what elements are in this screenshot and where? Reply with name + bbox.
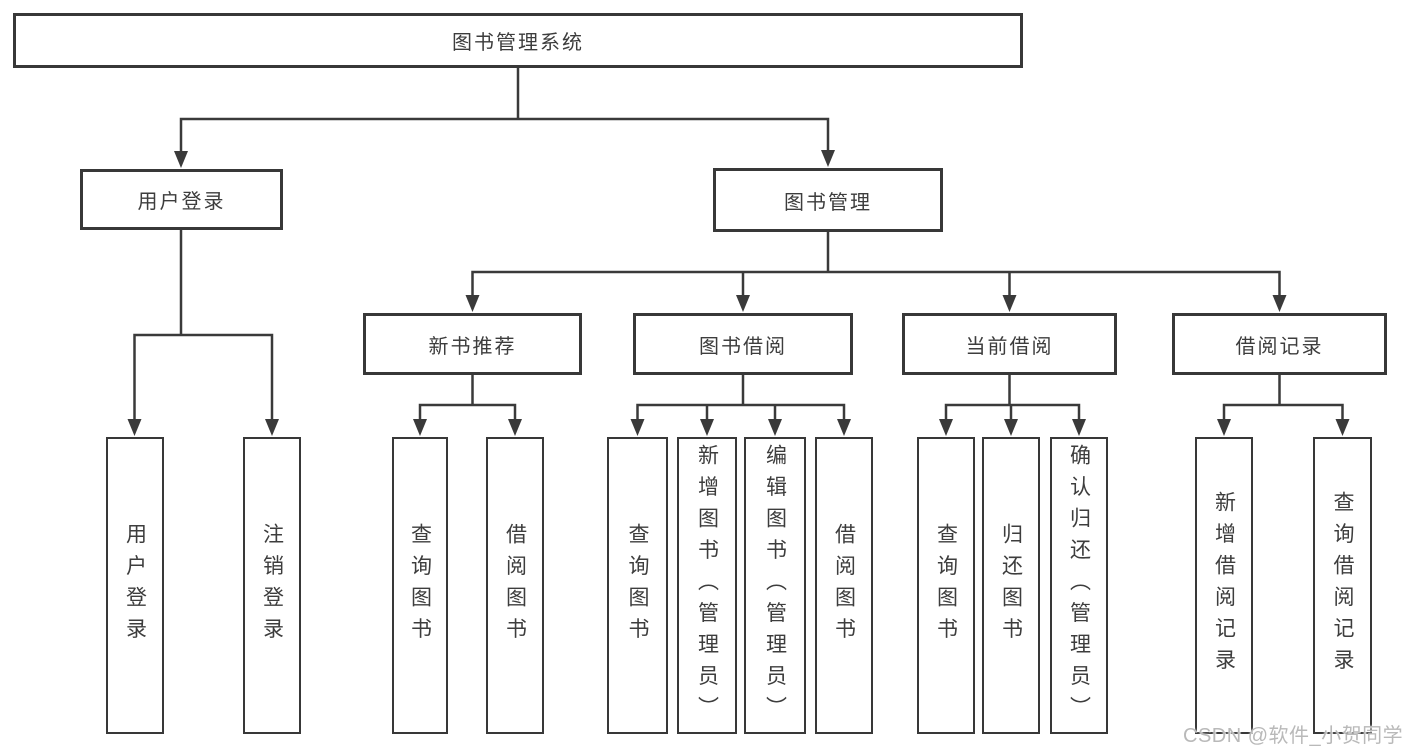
node-label: 查询借阅记录 (1331, 491, 1354, 680)
node-leaf-edit-books-admin: 编辑图书（管理员） (744, 437, 806, 734)
node-leaf-query-books-recommend: 查询图书 (392, 437, 448, 734)
node-leaf-add-borrow-record: 新增借阅记录 (1195, 437, 1253, 734)
node-label: 用户登录 (137, 191, 226, 213)
connector-current-borrow-to-leaves (939, 373, 1086, 436)
node-library-system-root: 图书管理系统 (13, 13, 1023, 68)
node-label: 图书管理 (784, 191, 872, 214)
node-label: 借阅记录 (1235, 335, 1324, 358)
node-leaf-user-login: 用户登录 (106, 437, 164, 734)
node-label: 编辑图书（管理员） (763, 443, 787, 728)
node-leaf-confirm-return-admin: 确认归还（管理员） (1050, 437, 1108, 734)
node-leaf-borrow-books: 借阅图书 (815, 437, 873, 734)
node-user-login: 用户登录 (80, 169, 283, 230)
node-label: 当前借阅 (965, 335, 1054, 358)
node-leaf-return-books: 归还图书 (982, 437, 1040, 734)
connector-root-to-level2 (174, 67, 835, 168)
node-leaf-logout: 注销登录 (243, 437, 301, 734)
connector-new-books-to-leaves (413, 373, 522, 436)
node-current-borrow: 当前借阅 (902, 313, 1117, 375)
node-leaf-add-books-admin: 新增图书（管理员） (677, 437, 737, 734)
node-leaf-query-borrow-record: 查询借阅记录 (1313, 437, 1372, 734)
node-new-book-recommend: 新书推荐 (363, 313, 582, 375)
node-leaf-borrow-books-recommend: 借阅图书 (486, 437, 544, 734)
node-label: 借阅图书 (832, 522, 856, 649)
node-label: 查询图书 (934, 522, 958, 649)
node-label: 新书推荐 (428, 335, 517, 358)
node-book-borrow: 图书借阅 (633, 313, 853, 375)
node-label: 图书管理系统 (452, 32, 584, 54)
node-borrow-records: 借阅记录 (1172, 313, 1387, 375)
connector-user-login-to-leaves (127, 228, 279, 436)
node-label: 归还图书 (999, 522, 1023, 649)
node-label: 查询图书 (626, 522, 649, 649)
connector-book-borrow-to-leaves (630, 373, 851, 436)
csdn-watermark: CSDN @软件_小贺同学 (1183, 725, 1404, 747)
node-label: 借阅图书 (503, 522, 527, 649)
node-leaf-query-books-current: 查询图书 (917, 437, 975, 734)
node-label: 图书借阅 (699, 335, 787, 358)
connector-borrow-records-to-leaves (1217, 373, 1350, 436)
node-label: 注销登录 (260, 522, 284, 649)
node-label: 用户登录 (123, 522, 147, 649)
node-book-management: 图书管理 (713, 168, 943, 232)
node-label: 新增借阅记录 (1212, 491, 1236, 680)
node-label: 新增图书（管理员） (695, 443, 719, 728)
node-label: 查询图书 (408, 522, 432, 649)
connector-book-mgmt-to-level3 (465, 230, 1287, 312)
node-label: 确认归还（管理员） (1067, 443, 1091, 728)
node-leaf-query-books-borrow: 查询图书 (607, 437, 668, 734)
